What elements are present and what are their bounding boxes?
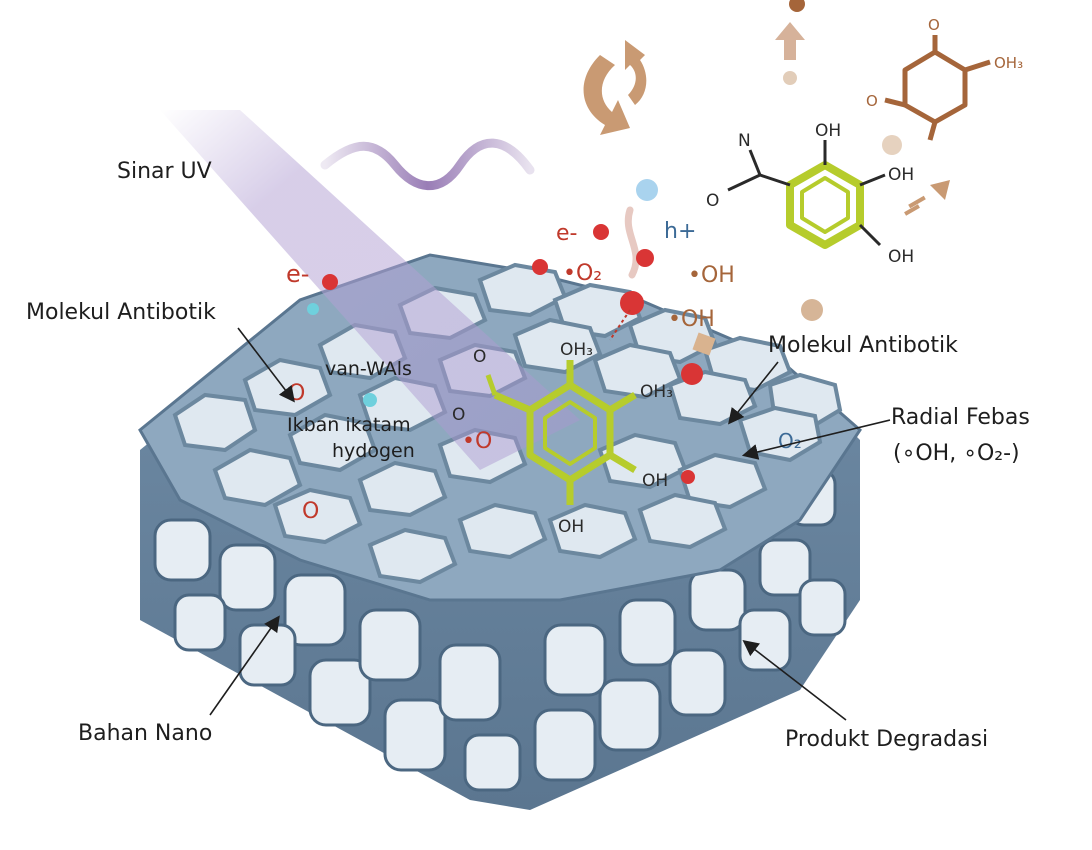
o2-surface-label: O₂: [778, 429, 802, 453]
product-molecule: [884, 35, 991, 141]
surface-mol-o-left: O: [452, 405, 465, 425]
product-particle-2: [801, 299, 823, 321]
superoxide-label: •O₂: [563, 261, 602, 286]
free-mol-o: O: [706, 191, 719, 211]
electron-label-top: e-: [556, 221, 577, 246]
lattice-top-cells: [172, 262, 843, 585]
free-mol-oh-top: OH: [815, 121, 841, 141]
product-mol-o-top: O: [928, 16, 940, 34]
product-mol-o-left: O: [866, 92, 878, 110]
reactive-species: [307, 179, 703, 484]
uv-label: Sinar UV: [117, 159, 212, 184]
hole-dot-left: [307, 303, 319, 315]
lattice-side-cells: [153, 468, 847, 792]
electron-dot-top: [593, 224, 609, 240]
exchange-curved-arrow-upper: [625, 40, 647, 105]
hydroxyl-dot-1: [636, 249, 654, 267]
exchange-curved-arrow: [583, 55, 630, 135]
radical-leader: [741, 419, 891, 460]
o-radical-label-3: O: [302, 499, 319, 524]
free-mol-n: N: [738, 131, 751, 151]
surface-mol-oh-bottom: OH: [558, 517, 584, 537]
o-radical-label-1: O: [288, 381, 305, 406]
hydroxyl-dot-2: [620, 291, 644, 315]
radical-label: Radial Febas: [891, 405, 1030, 430]
superoxide-dot: [532, 259, 548, 275]
hydroxyl-label-1: •OH: [688, 263, 735, 288]
electron-dot-left: [322, 274, 338, 290]
surface-dot-blue: [363, 393, 377, 407]
free-antibiotic-molecule: [727, 140, 886, 249]
surface-mol-oh-right: OH: [642, 471, 668, 491]
vdw-label: van-WAls: [325, 358, 412, 380]
hydroxyl-dot-3: [681, 363, 703, 385]
product-label: Produkt Degradasi: [785, 727, 988, 752]
antibiotic-left-leader: [237, 327, 295, 403]
uv-wave: [320, 138, 535, 191]
nanomaterial-lattice: [138, 253, 862, 810]
hydroxyl-label-2: •OH: [668, 307, 715, 332]
radical-trail: [609, 309, 631, 341]
hole-label: h+: [664, 219, 696, 244]
antibiotic-right-leader: [728, 361, 779, 425]
product-particle-1: [882, 135, 902, 155]
radical-species-label: (∘OH, ∘O₂-): [893, 441, 1020, 466]
antibiotic-label-right: Molekul Antibotik: [768, 333, 958, 358]
product-fragment: [692, 332, 716, 356]
free-mol-oh-mid: OH: [888, 165, 914, 185]
free-mol-oh-bottom: OH: [888, 247, 914, 267]
electron-label-left: e-: [286, 260, 309, 288]
small-chevron-arrow: [904, 180, 950, 216]
uv-beam: [160, 110, 580, 470]
surface-mol-oh3-top: OH₃: [560, 340, 593, 360]
surface-antibiotic-molecule: [485, 360, 637, 505]
surface-mol-oh3-right: OH₃: [640, 382, 673, 402]
o-radical-label-2: •O: [462, 429, 492, 454]
hole-dot-top: [636, 179, 658, 201]
rising-steam: [624, 206, 640, 279]
surface-dot-red: [681, 470, 695, 484]
nano-leader: [209, 615, 280, 716]
antibiotic-label-left: Molekul Antibotik: [26, 300, 216, 325]
hbond-label-line2: hydogen: [332, 440, 415, 462]
hbond-label-line1: Ikban ikatam: [287, 414, 411, 436]
rising-product-arrow: [775, 0, 805, 85]
product-mol-oh3: OH₃: [994, 54, 1023, 72]
surface-mol-o-top: O: [473, 347, 486, 367]
nano-label: Bahan Nano: [78, 721, 212, 746]
product-leader: [742, 640, 847, 721]
